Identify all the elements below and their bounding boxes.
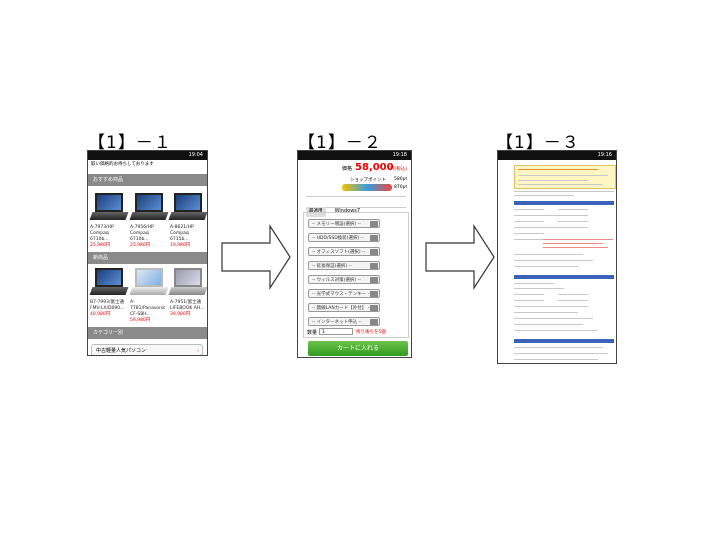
laptop-image[interactable] [168,268,207,298]
chevron-down-icon [370,319,378,325]
stock-note: 残り後ちを5個 [356,330,386,335]
product-name: B7-7993/富士通 FMV-LX/D090... [90,300,125,311]
chevron-down-icon [370,221,378,227]
chevron-down-icon [370,277,378,283]
product-price: 25,980円 [130,243,151,248]
status-time: 19:04 [188,152,203,158]
points-label: ショップポイント [350,178,386,183]
screenshot-product-list: 19:04 取い価格的お待ちしております おすすめ商品 A-7973/HP Co… [87,150,208,356]
form-section-bar [514,275,614,279]
option-select-internet[interactable]: -- インターネット申込 -- [308,317,380,326]
product-name: A-7973/HP Compaq 6710b... [90,225,114,242]
form-section-bar [514,339,614,343]
status-bar: 19:16 [498,151,616,160]
chevron-right-icon: › [197,348,199,354]
status-bar: 19:04 [88,151,207,160]
product-item[interactable]: A-7956/HP Compaq 6710b... 25,980円 [130,225,166,249]
laptop-image[interactable] [168,193,207,223]
option-select-hdd[interactable]: -- HDD/SSD換装(選択) -- [308,233,380,242]
points-bonus: 870pt [394,185,408,190]
option-select-memory[interactable]: -- メモリー増設(選択) -- [308,219,380,228]
price-tax: 円(税込) [390,167,408,172]
product-price: 40,980円 [90,312,111,317]
screenshot-product-options: 19:18 価格 58,000 円(税込) ショップポイント 580pt 870… [297,150,412,358]
chevron-down-icon [370,263,378,269]
arrow-right-icon [221,223,291,291]
product-item[interactable]: A-8621/HP Compaq 6715b... 19,980円 [170,225,206,249]
option-select-warranty[interactable]: -- 延長保証(選択) -- [308,261,380,270]
section-header-recommend: おすすめ商品 [88,174,207,186]
category-label: 中古軽量人気パソコン [96,348,147,354]
option-select-wifi[interactable]: -- 無線LANカード【外付】 -- [308,303,380,312]
arrow-right-icon [425,223,495,291]
product-name: A-7956/HP Compaq 6710b... [130,225,154,242]
os-value: Windows7 [334,208,361,214]
chevron-down-icon [370,235,378,241]
form-section-bar [514,201,614,205]
qty-input[interactable]: 1 [319,328,353,335]
product-price: 25,980円 [90,243,111,248]
options-panel [303,212,409,338]
price-value: 58,000 [355,162,394,173]
product-name: A-8621/HP Compaq 6715b... [170,225,194,242]
category-item[interactable]: 中古軽量人気パソコン › [91,344,203,355]
chevron-down-icon [370,249,378,255]
status-time: 19:16 [597,152,612,158]
product-name: A-7951/富士通 LIFEBOOK AH... [170,300,205,311]
step-label-2: 【1】－２ [298,133,382,153]
intro-text: 取い価格的お待ちしております [91,162,154,167]
status-time: 19:18 [392,152,407,158]
points-value: 580pt [394,177,408,182]
add-to-cart-button[interactable]: カートに入れる [308,341,408,356]
qty-label: 数量 [307,330,318,336]
product-price: 59,980円 [130,318,151,323]
section-header-new: 新商品 [88,252,207,264]
status-bar: 19:18 [298,151,411,160]
laptop-image[interactable] [129,193,169,223]
step-label-1: 【1】－１ [88,133,172,153]
price-label: 価格 [342,166,353,172]
product-price: 19,980円 [170,243,191,248]
laptop-image[interactable] [89,193,129,223]
screenshot-order-form: 19:16 [497,150,617,364]
product-item[interactable]: A-7781/Panasonic CF-S8H... 59,980円 [130,300,166,324]
option-select-antivirus[interactable]: -- ウィルス対策(選択) -- [308,275,380,284]
product-item[interactable]: A-7973/HP Compaq 6710b... 25,980円 [90,225,126,249]
chevron-down-icon [370,305,378,311]
chevron-down-icon [370,291,378,297]
product-price: 39,980円 [170,312,191,317]
laptop-image[interactable] [129,268,169,298]
product-item[interactable]: B7-7993/富士通 FMV-LX/D090... 40,980円 [90,300,126,318]
laptop-image[interactable] [89,268,129,298]
os-row: 最適用 Windows7 [306,196,406,217]
section-header-category: カテゴリー別 [88,327,207,339]
product-name: A-7781/Panasonic CF-S8H... [130,300,166,317]
option-select-mouse[interactable]: -- 光学式マウス・テンキー -- [308,289,380,298]
option-select-office[interactable]: -- オフィスソフト(選択) -- [308,247,380,256]
campaign-badge [342,184,392,191]
step-label-3: 【1】－３ [496,133,580,153]
product-item[interactable]: A-7951/富士通 LIFEBOOK AH... 39,980円 [170,300,206,318]
